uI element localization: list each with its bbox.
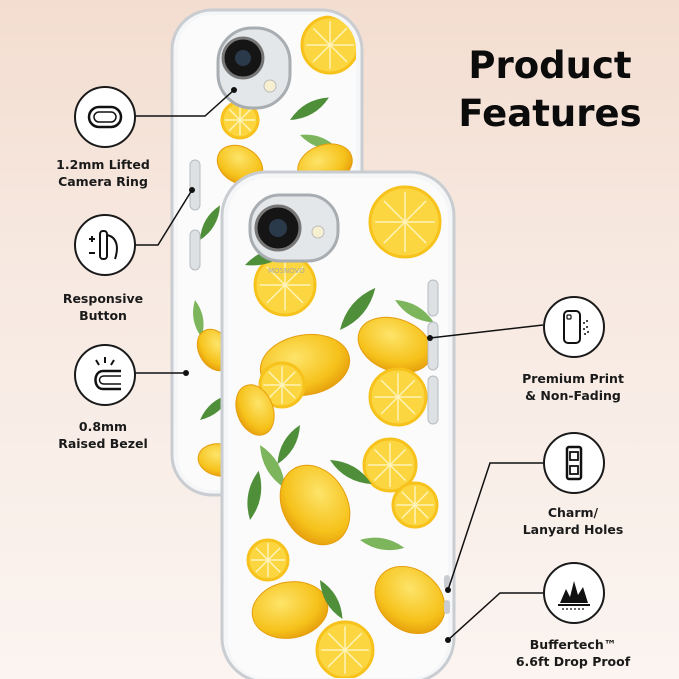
lanyard-hole-icon xyxy=(543,432,605,494)
lemon-slice-illustration xyxy=(258,361,306,409)
button-press-icon xyxy=(74,214,136,276)
brand-mark: MOSNOVO xyxy=(268,267,305,275)
print-label: Premium Print & Non-Fading xyxy=(522,371,624,403)
lemon-illustration xyxy=(374,565,446,635)
button-label: Responsive Button xyxy=(62,291,144,323)
front-phone-case: MOSNOVO xyxy=(220,170,456,679)
lemon-slice-illustration xyxy=(315,620,375,678)
leaf-illustration xyxy=(360,537,405,551)
page-title: Product Features xyxy=(440,42,660,138)
connector-dots xyxy=(183,87,451,643)
lemon-slice-illustration xyxy=(368,367,428,427)
phone-print-icon xyxy=(543,296,605,358)
leaf-illustration xyxy=(320,580,343,619)
bezel-label: 0.8mm Raised Bezel xyxy=(58,419,148,451)
connector-lines xyxy=(135,89,544,641)
lemon-illustration xyxy=(235,384,275,436)
drop-impact-icon xyxy=(543,562,605,624)
leaf-illustration xyxy=(200,205,220,240)
leaf-illustration xyxy=(340,287,376,330)
leaf-illustration xyxy=(277,425,300,464)
leaf-illustration xyxy=(395,300,434,323)
camera-ring-icon xyxy=(74,86,136,148)
leaf-illustration xyxy=(193,300,204,338)
lemon-slice-illustration xyxy=(300,15,356,75)
lanyard-label: Charm/ Lanyard Holes xyxy=(522,505,624,537)
leaf-illustration xyxy=(290,97,329,120)
title-line-2: Features xyxy=(458,92,642,135)
leaf-illustration xyxy=(330,460,372,484)
back-camera-ring xyxy=(216,26,292,110)
camera-ring-label: 1.2mm Lifted Camera Ring xyxy=(56,157,150,189)
lemon-slice-illustration xyxy=(368,185,442,259)
lemon-slice-illustration xyxy=(362,437,418,493)
front-camera-ring xyxy=(248,193,340,263)
drop-label: Buffertech™ 6.6ft Drop Proof xyxy=(515,637,631,669)
lemon-illustration xyxy=(279,464,351,546)
raised-bezel-icon xyxy=(74,344,136,406)
leaf-illustration xyxy=(247,470,262,520)
title-line-1: Product xyxy=(468,44,632,87)
lemon-slice-illustration xyxy=(391,481,439,529)
lemon-slice-illustration xyxy=(246,538,290,582)
leaf-illustration xyxy=(260,445,285,489)
